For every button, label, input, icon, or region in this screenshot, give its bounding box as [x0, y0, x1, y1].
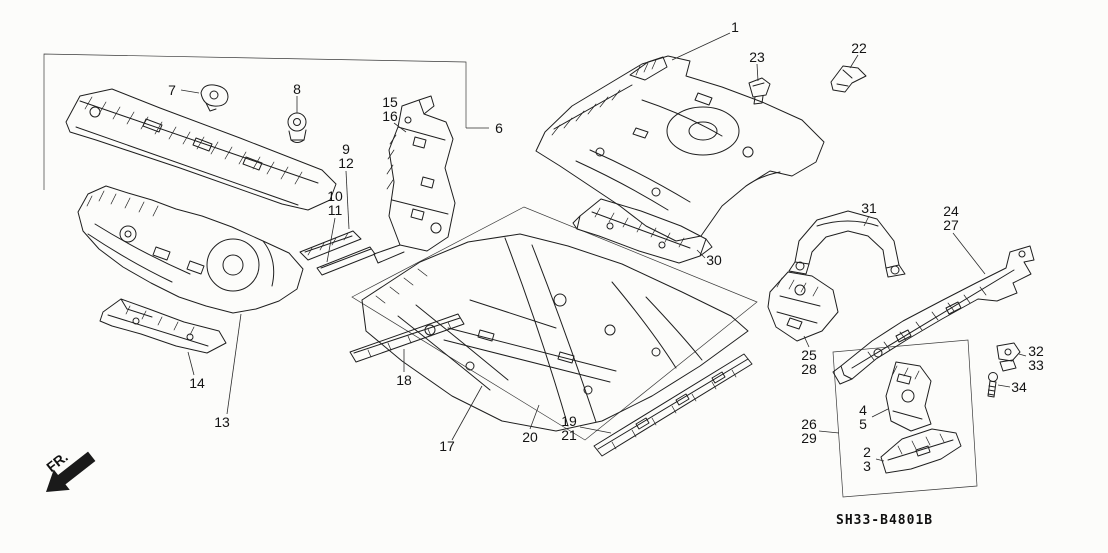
part-clip-32-33 [996, 342, 1021, 372]
part-label-7: 7 [168, 82, 176, 98]
part-rear-floor-1 [535, 55, 825, 242]
part-bracket-22 [830, 65, 867, 93]
part-crossmember-30 [572, 198, 713, 264]
part-label-17: 17 [439, 438, 455, 454]
leader-lines [180, 32, 1027, 462]
part-label-9: 9 [342, 141, 350, 157]
part-label-24: 24 [943, 203, 959, 219]
part-floor-17 [361, 233, 749, 432]
part-bracket-4-5 [885, 361, 932, 432]
part-label-20: 20 [522, 429, 538, 445]
part-label-11: 11 [327, 202, 343, 218]
frame-lines [43, 53, 978, 498]
part-label-32: 32 [1028, 343, 1044, 359]
part-label-33: 33 [1028, 357, 1044, 373]
part-label-6: 6 [495, 120, 503, 136]
part-label-15: 15 [382, 94, 398, 110]
part-bolt-34 [987, 372, 998, 398]
part-label-31: 31 [861, 200, 877, 216]
part-label-22: 22 [851, 40, 867, 56]
part-pillar-15-16 [373, 95, 456, 264]
part-label-12: 12 [338, 155, 354, 171]
part-label-16: 16 [382, 108, 398, 124]
part-rail-18 [349, 313, 465, 363]
part-label-3: 3 [863, 458, 871, 474]
part-cowl-top [65, 88, 337, 211]
part-bracket-14 [99, 298, 227, 354]
part-label-21: 21 [561, 427, 577, 443]
part-label-30: 30 [706, 252, 722, 268]
part-bracket-9-12 [299, 230, 362, 261]
part-label-23: 23 [749, 49, 765, 65]
part-label-19: 19 [561, 413, 577, 429]
part-label-1: 1 [731, 19, 739, 35]
part-label-28: 28 [801, 361, 817, 377]
part-crossmember-31 [788, 210, 906, 278]
part-label-27: 27 [943, 217, 959, 233]
part-sill-2-3 [880, 428, 962, 474]
part-bracket-25-28 [767, 271, 839, 342]
part-label-13: 13 [214, 414, 230, 430]
part-label-25: 25 [801, 347, 817, 363]
part-clip-7 [200, 84, 229, 112]
part-label-10: 10 [327, 188, 343, 204]
part-label-18: 18 [396, 372, 412, 388]
part-label-2: 2 [863, 444, 871, 460]
part-label-5: 5 [859, 416, 867, 432]
part-sill-19-21 [593, 353, 753, 457]
part-label-26: 26 [801, 416, 817, 432]
part-dash-lower-13 [77, 185, 304, 314]
part-side-frame-24-27 [832, 245, 1035, 385]
fr-arrow-shape [46, 451, 96, 492]
part-label-8: 8 [293, 81, 301, 97]
part-label-4: 4 [859, 402, 867, 418]
part-bracket-23 [748, 77, 771, 105]
part-label-34: 34 [1011, 379, 1027, 395]
part-label-14: 14 [189, 375, 205, 391]
diagram-code: SH33-B4801B [836, 513, 934, 528]
part-label-29: 29 [801, 430, 817, 446]
